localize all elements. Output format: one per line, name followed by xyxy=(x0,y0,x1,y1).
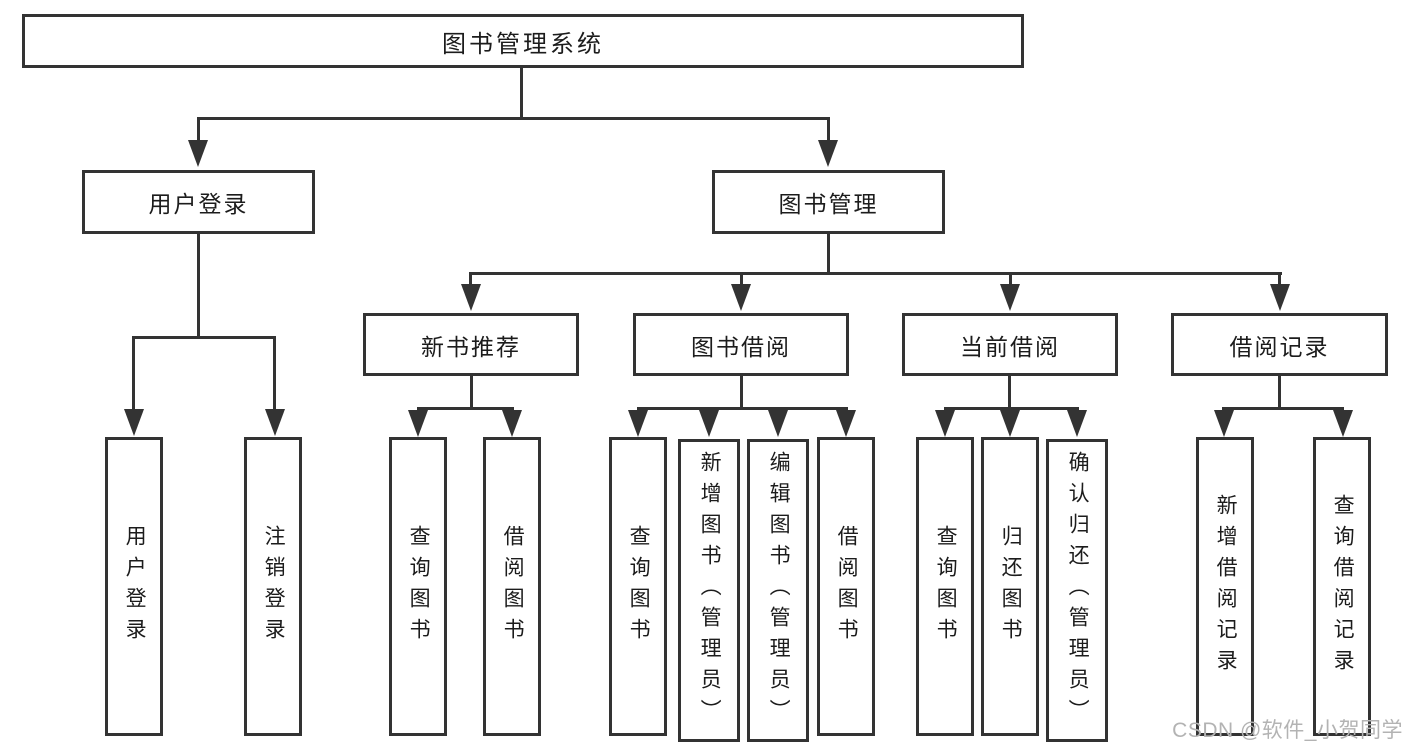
connector-root-right-shaft xyxy=(827,117,830,143)
arrowhead-down xyxy=(461,284,481,311)
node-label: 借阅图书 xyxy=(835,524,859,649)
arrowhead-down xyxy=(768,410,788,437)
connector-userlogin-bar xyxy=(132,336,276,339)
connector-userlogin-shaft xyxy=(132,336,135,410)
node-label: 借阅图书 xyxy=(501,524,525,649)
leaf-query-book-borrow: 查询图书 xyxy=(609,437,667,736)
connector-current-stem xyxy=(1008,376,1011,407)
node-label: 用户登录 xyxy=(148,191,249,217)
connector-bookmgmt-stem xyxy=(827,234,830,272)
connector-bookmgmt-shaft xyxy=(1009,272,1012,286)
node-label: 新增图书（管理员） xyxy=(698,451,722,730)
leaf-add-borrow-record: 新增借阅记录 xyxy=(1196,437,1254,736)
node-label: 查询图书 xyxy=(627,524,651,649)
arrowhead-down xyxy=(1214,410,1234,437)
leaf-borrow-book: 借阅图书 xyxy=(817,437,875,736)
arrowhead-down xyxy=(265,409,285,436)
arrowhead-down xyxy=(124,409,144,436)
node-label: 查询图书 xyxy=(934,524,958,649)
arrowhead-down xyxy=(836,410,856,437)
arrowhead-down xyxy=(935,410,955,437)
connector-borrow-stem xyxy=(740,376,743,407)
leaf-return-book: 归还图书 xyxy=(981,437,1039,736)
node-borrow-records: 借阅记录 xyxy=(1171,313,1388,376)
connector-root-left-shaft xyxy=(197,117,200,143)
node-label: 归还图书 xyxy=(999,524,1023,649)
connector-bookmgmt-shaft xyxy=(740,272,743,286)
connector-recommend-stem xyxy=(470,376,473,407)
node-label: 查询借阅记录 xyxy=(1331,493,1355,680)
arrowhead-down xyxy=(818,140,838,167)
node-label: 图书借阅 xyxy=(691,333,791,360)
node-label: 查询图书 xyxy=(407,524,431,649)
leaf-edit-book-admin: 编辑图书（管理员） xyxy=(747,439,809,742)
node-label: 编辑图书（管理员） xyxy=(767,451,791,730)
connector-current-bar xyxy=(944,407,1079,410)
arrowhead-down xyxy=(699,410,719,437)
node-book-borrow: 图书借阅 xyxy=(633,313,849,376)
node-new-book-recommend: 新书推荐 xyxy=(363,313,579,376)
leaf-query-book-recommend: 查询图书 xyxy=(389,437,447,736)
leaf-query-borrow-record: 查询借阅记录 xyxy=(1313,437,1371,736)
connector-records-bar xyxy=(1222,407,1344,410)
connector-recommend-bar xyxy=(417,407,514,410)
connector-borrow-bar xyxy=(637,407,848,410)
node-label: 图书管理 xyxy=(778,191,879,217)
node-user-login: 用户登录 xyxy=(82,170,315,234)
node-label: 用户登录 xyxy=(123,524,147,649)
arrowhead-down xyxy=(1270,284,1290,311)
connector-userlogin-shaft xyxy=(273,336,276,410)
arrowhead-down xyxy=(1067,410,1087,437)
connector-bookmgmt-shaft xyxy=(1278,272,1281,286)
leaf-user-login: 用户登录 xyxy=(105,437,163,736)
leaf-query-book-current: 查询图书 xyxy=(916,437,974,736)
node-label: 确认归还（管理员） xyxy=(1066,451,1090,730)
node-book-management: 图书管理 xyxy=(712,170,945,234)
leaf-confirm-return-admin: 确认归还（管理员） xyxy=(1046,439,1108,742)
node-label: 图书管理系统 xyxy=(442,30,604,58)
node-label: 新增借阅记录 xyxy=(1214,493,1238,680)
leaf-borrow-book-recommend: 借阅图书 xyxy=(483,437,541,736)
connector-bookmgmt-bar xyxy=(469,272,1282,275)
arrowhead-down xyxy=(502,410,522,437)
connector-root-stem xyxy=(520,68,523,117)
node-library-system-root: 图书管理系统 xyxy=(22,14,1024,68)
leaf-logout: 注销登录 xyxy=(244,437,302,736)
node-label: 借阅记录 xyxy=(1229,333,1330,360)
arrowhead-down xyxy=(408,410,428,437)
arrowhead-down xyxy=(1000,284,1020,311)
node-current-borrow: 当前借阅 xyxy=(902,313,1118,376)
node-label: 注销登录 xyxy=(262,524,286,649)
node-label: 新书推荐 xyxy=(421,333,521,360)
connector-root-bar xyxy=(197,117,830,120)
node-label: 当前借阅 xyxy=(960,333,1060,360)
arrowhead-down xyxy=(731,284,751,311)
arrowhead-down xyxy=(1000,410,1020,437)
connector-records-stem xyxy=(1278,376,1281,407)
leaf-add-book-admin: 新增图书（管理员） xyxy=(678,439,740,742)
arrowhead-down xyxy=(628,410,648,437)
arrowhead-down xyxy=(1333,410,1353,437)
arrowhead-down xyxy=(188,140,208,167)
connector-bookmgmt-shaft xyxy=(469,272,472,286)
connector-userlogin-stem xyxy=(197,234,200,336)
csdn-watermark: CSDN @软件_小贺同学 xyxy=(1172,719,1403,742)
